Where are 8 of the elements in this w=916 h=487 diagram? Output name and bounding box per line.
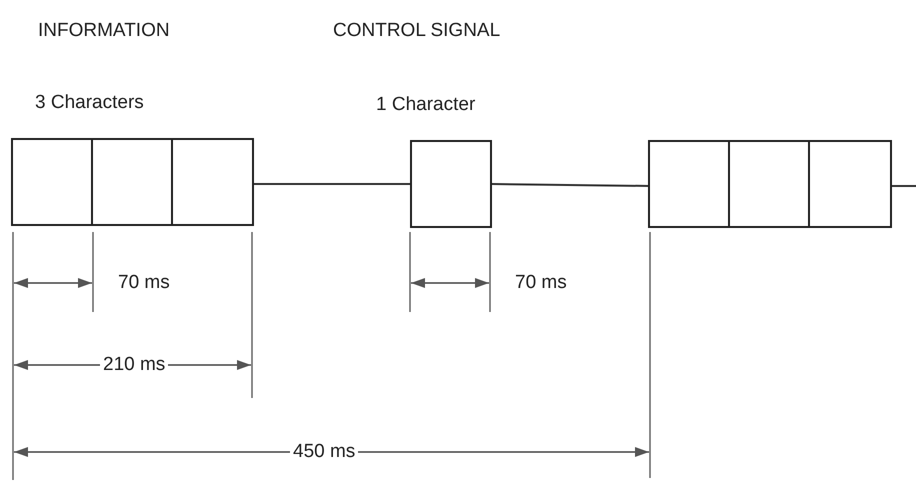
character-count-label: 1 Character <box>376 94 476 116</box>
character-cell <box>171 138 254 226</box>
connector-line <box>252 183 410 185</box>
character-frame <box>650 142 890 230</box>
connector-line <box>492 183 650 187</box>
connector-line <box>890 185 916 187</box>
character-cell <box>808 140 892 228</box>
character-count-label: 3 Characters <box>35 92 144 114</box>
